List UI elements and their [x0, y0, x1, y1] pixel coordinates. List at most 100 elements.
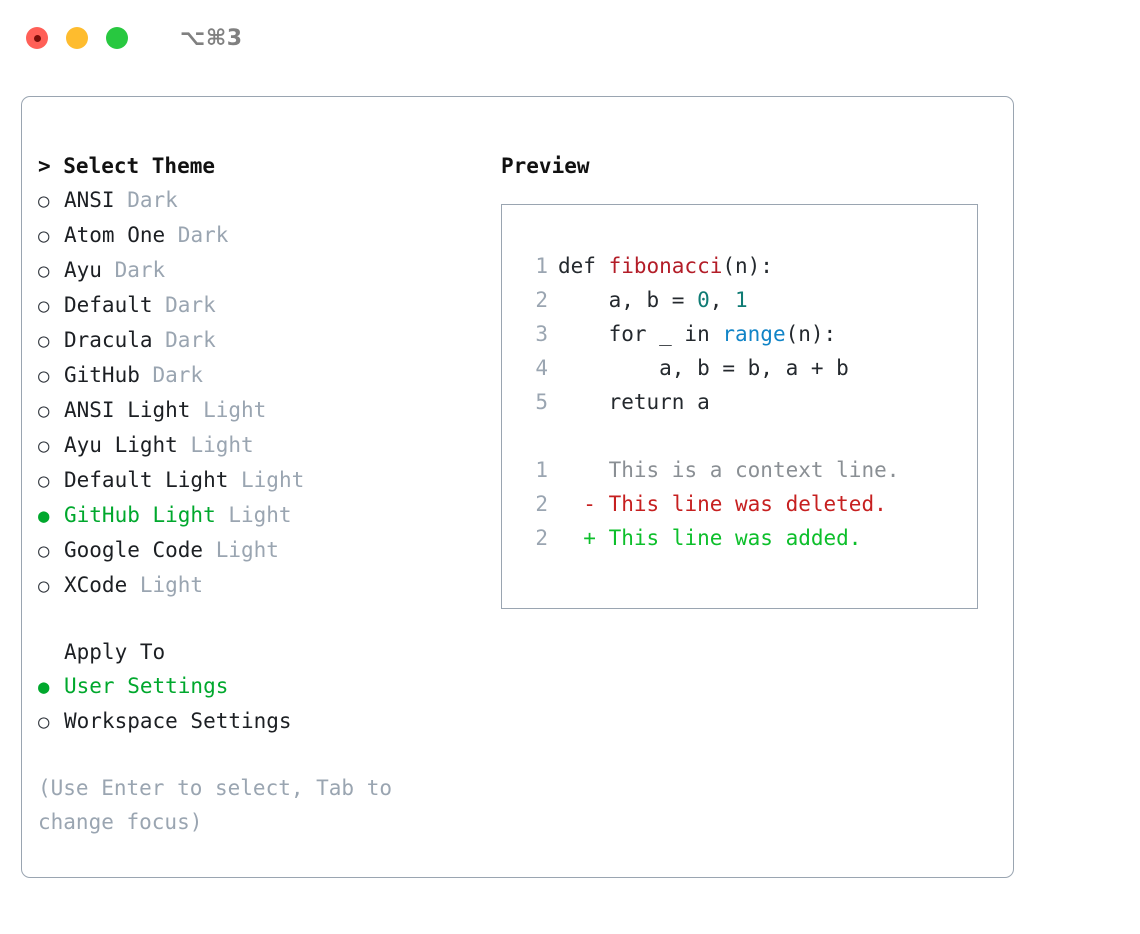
code-line: 3 for _ in range(n):: [524, 317, 977, 351]
radio-selected-icon: ●: [38, 676, 50, 698]
theme-option-label: Dracula: [64, 328, 153, 352]
theme-option-variant: Dark: [114, 188, 178, 212]
theme-option-label: Ayu Light: [64, 433, 178, 457]
apply-to-option-workspace-settings[interactable]: ○ Workspace Settings: [38, 704, 468, 739]
diff-line: 1 This is a context line.: [524, 453, 977, 487]
close-window-button[interactable]: [26, 27, 48, 49]
theme-option-variant: Dark: [139, 363, 204, 387]
preview-title: Preview: [501, 154, 590, 178]
line-number: 1: [535, 458, 548, 482]
theme-option-variant: Light: [190, 398, 267, 422]
diff-sample: 1 This is a context line.2 - This line w…: [524, 453, 977, 555]
theme-option-list: ○ANSI Dark○Atom One Dark○Ayu Dark○Defaul…: [38, 183, 468, 603]
radio-unselected-icon: ○: [38, 260, 50, 282]
theme-option-google-code[interactable]: ○ Google Code Light: [38, 533, 468, 568]
theme-option-variant: Dark: [152, 328, 216, 352]
theme-option-default[interactable]: ○Default Dark: [38, 288, 468, 323]
line-number: 5: [535, 390, 548, 414]
theme-option-ayu-light[interactable]: ○ Ayu Light Light: [38, 428, 468, 463]
diff-text: This is a context line.: [595, 458, 900, 482]
diff-gap: [524, 419, 977, 453]
theme-option-variant: Light: [215, 503, 292, 527]
code-token: 1: [735, 288, 748, 312]
theme-option-label: Default Light: [64, 468, 229, 492]
keyboard-shortcut-label: ⌥⌘3: [180, 25, 243, 51]
maximize-window-button[interactable]: [106, 27, 128, 49]
theme-option-label: XCode: [64, 573, 128, 597]
code-token: 0: [697, 288, 710, 312]
apply-to-header: Apply To: [64, 640, 166, 664]
radio-unselected-icon: ○: [38, 470, 50, 492]
code-token: (n):: [722, 254, 773, 278]
radio-unselected-icon: ○: [38, 400, 50, 422]
radio-unselected-icon: ○: [38, 225, 50, 247]
apply-to-option-user-settings[interactable]: ● User Settings: [38, 669, 468, 704]
radio-unselected-icon: ○: [38, 575, 50, 597]
title-bar: ⌥⌘3: [0, 0, 1140, 76]
code-line: 2 a, b = 0, 1: [524, 283, 977, 317]
apply-to-option-list: ● User Settings ○ Workspace Settings: [38, 669, 468, 739]
minimize-window-button[interactable]: [66, 27, 88, 49]
line-number: 2: [535, 288, 548, 312]
section-spacer: [38, 603, 468, 635]
line-number: 3: [535, 322, 548, 346]
radio-unselected-icon: ○: [38, 190, 50, 212]
code-line: 5 return a: [524, 385, 977, 419]
theme-option-variant: Dark: [165, 223, 229, 247]
diff-marker: [558, 453, 596, 487]
code-token: ,: [709, 288, 736, 312]
line-number: 2: [535, 526, 548, 550]
code-line: 4 a, b = b, a + b: [524, 351, 977, 385]
theme-option-dracula[interactable]: ○ Dracula Dark: [38, 323, 468, 358]
main-panel: > Select Theme ○ANSI Dark○Atom One Dark○…: [21, 96, 1014, 878]
theme-option-variant: Light: [177, 433, 254, 457]
radio-unselected-icon: ○: [38, 435, 50, 457]
code-token: range: [722, 322, 786, 346]
theme-option-ansi[interactable]: ○ ANSI Dark: [38, 183, 468, 218]
theme-option-label: Atom One: [64, 223, 166, 247]
apply-to-option-label: User Settings: [64, 674, 229, 698]
theme-option-label: Ayu: [64, 258, 102, 282]
theme-option-label: ANSI: [64, 188, 115, 212]
radio-unselected-icon: ○: [38, 330, 50, 352]
code-token: a, b =: [558, 288, 698, 312]
theme-option-label: Google Code: [64, 538, 204, 562]
theme-option-ansi-light[interactable]: ○ ANSI Light Light: [38, 393, 468, 428]
keyboard-hint-text: (Use Enter to select, Tab to change focu…: [38, 776, 393, 834]
select-theme-header: > Select Theme: [38, 154, 216, 178]
line-number: 2: [535, 492, 548, 516]
diff-text: This line was deleted.: [595, 492, 887, 516]
theme-option-ayu[interactable]: ○ Ayu Dark: [38, 253, 468, 288]
code-token: for _ in: [558, 322, 723, 346]
theme-option-label: Default: [64, 293, 153, 317]
theme-option-label: GitHub: [64, 363, 140, 387]
line-number: 4: [535, 356, 548, 380]
radio-unselected-icon: ○: [38, 540, 50, 562]
code-token: def: [558, 254, 609, 278]
theme-option-variant: Light: [127, 573, 204, 597]
theme-option-github[interactable]: ○ GitHub Dark: [38, 358, 468, 393]
theme-picker-column: > Select Theme ○ANSI Dark○Atom One Dark○…: [38, 149, 468, 839]
traffic-lights: [26, 27, 128, 49]
apply-to-option-label: Workspace Settings: [64, 709, 292, 733]
radio-unselected-icon: ○: [38, 711, 50, 733]
theme-option-github-light[interactable]: ● GitHub Light Light: [38, 498, 468, 533]
diff-text: This line was added.: [595, 526, 862, 550]
theme-option-variant: Light: [203, 538, 279, 562]
theme-option-atom-one[interactable]: ○ Atom One Dark: [38, 218, 468, 253]
code-token: a, b = b, a + b: [558, 356, 849, 380]
code-token: (n):: [785, 322, 837, 346]
diff-line: 2 + This line was added.: [524, 521, 977, 555]
theme-option-xcode[interactable]: ○ XCode Light: [38, 568, 468, 603]
theme-option-label: ANSI Light: [64, 398, 191, 422]
radio-unselected-icon: ○: [38, 365, 50, 387]
theme-option-variant: Dark: [101, 258, 166, 282]
theme-option-default-light[interactable]: ○Default Light Light: [38, 463, 468, 498]
radio-selected-icon: ●: [38, 505, 50, 527]
theme-option-label: GitHub Light: [64, 503, 216, 527]
